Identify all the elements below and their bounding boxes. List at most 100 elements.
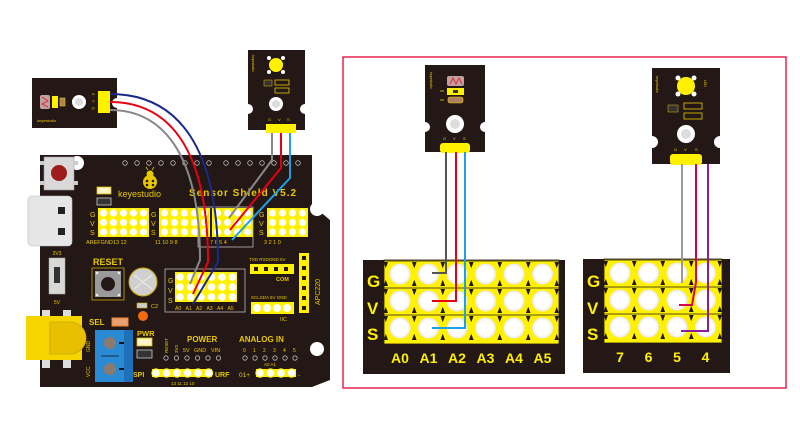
wire-red-light-v — [109, 101, 210, 295]
digital-detail-row-s: S — [587, 325, 598, 344]
header-hole — [295, 160, 301, 166]
wire-blue-light-s — [109, 93, 220, 305]
led-label: LED — [703, 80, 707, 87]
pin-hole — [298, 218, 307, 227]
pin-hole — [99, 218, 108, 227]
pin-hole — [223, 209, 232, 217]
urf-pin — [276, 368, 286, 378]
spi-pins-label: 13 11 12 10 — [171, 381, 195, 386]
pin-hole — [268, 218, 277, 227]
pin-hole — [170, 209, 179, 217]
detail-pin-hole — [418, 263, 439, 285]
header-hole — [194, 160, 200, 166]
pin-hole — [109, 209, 118, 217]
detail-column-label: A3 — [477, 350, 495, 366]
urf-minus-label: - — [298, 373, 300, 379]
spi-pin — [172, 368, 182, 378]
analog-detail-row-s: S — [367, 325, 378, 344]
detail-pin-hole — [503, 263, 525, 285]
row-label: V — [90, 221, 95, 228]
sel-label: SEL — [89, 318, 105, 327]
detail-pin-hole — [609, 262, 631, 284]
mounting-hole — [310, 202, 324, 216]
detail-column-label: A4 — [505, 350, 523, 366]
com-header — [250, 264, 294, 274]
wire-gray-led-g — [228, 133, 273, 219]
pin-hole — [288, 209, 297, 217]
analog-in-hole — [242, 355, 248, 361]
header-hole — [247, 160, 253, 166]
analog-in-hole — [292, 355, 298, 361]
pin-hole — [207, 283, 216, 291]
power-hole — [205, 355, 211, 361]
pin-hole — [223, 228, 232, 236]
reset-button-top[interactable] — [40, 156, 78, 191]
power-hole — [163, 355, 169, 361]
spi-label: SPI — [133, 372, 144, 379]
pin-hole — [243, 228, 252, 236]
pin-hole — [160, 218, 169, 227]
analog-pin-label: A4 — [217, 306, 223, 312]
pin-hole — [119, 209, 128, 217]
ladybug-logo-icon — [143, 166, 157, 189]
urf-pin — [255, 368, 265, 378]
urf-label: URF — [215, 372, 230, 379]
power-holes — [163, 355, 222, 361]
header-hole — [170, 160, 176, 166]
wire-gray-light-g — [109, 109, 202, 285]
wire-magenta-d5-v — [679, 164, 697, 306]
power-jack — [26, 310, 87, 368]
detail-pin-hole — [503, 317, 525, 339]
led-module-brand: keyestudio — [251, 55, 255, 72]
analog-a0a1-label: A0 A1 — [264, 362, 277, 367]
detail-pin-hole — [389, 290, 411, 312]
module-brand: keyestudio — [429, 72, 433, 89]
analog-in-pin-label: 4 — [283, 348, 286, 354]
digital-group2-label: 11 10 9 8 — [155, 240, 178, 246]
analog-in-pin-label: 2 — [263, 348, 266, 354]
pin-hole — [228, 283, 237, 291]
detail-column-label: A0 — [391, 350, 409, 366]
spi-pin — [151, 368, 161, 378]
pin-hole — [109, 228, 118, 236]
module-brand: keyestudio — [37, 118, 57, 123]
spi-pin — [193, 368, 203, 378]
pin-hole — [160, 228, 169, 236]
voltage-switch[interactable]: 3V3 5V — [48, 251, 66, 306]
wire-red-a1-v — [432, 152, 457, 302]
wire-red-led-v — [229, 133, 282, 231]
pwr-label: PWR — [137, 329, 155, 338]
power-hole — [184, 355, 190, 361]
pin-hole — [218, 273, 226, 281]
digital-group1-label: AREFGND13 12 — [86, 240, 127, 246]
power-3v3-label: 3V3 — [174, 344, 179, 353]
power-hole — [194, 355, 201, 361]
model-label: Sensor Shield V5.2 — [189, 188, 297, 199]
iic-label: IIC — [280, 317, 287, 323]
detail-frame — [342, 56, 787, 389]
pin-hole — [298, 209, 307, 217]
pin-hole — [228, 273, 237, 281]
reset-button[interactable] — [91, 267, 125, 301]
com-pins-label: TXD RXDGND 5V — [249, 257, 286, 262]
pin-hole — [190, 218, 199, 227]
detail-column-label: A5 — [534, 350, 552, 366]
apc220-label: APC220 — [315, 279, 322, 305]
header-hole — [206, 160, 212, 166]
detail-pin-hole — [532, 317, 553, 339]
smd-led — [96, 186, 112, 195]
row-label: S — [168, 298, 173, 305]
light-sensor-module-left: keyestudio S V G — [32, 78, 117, 128]
analog-in-pin-label: 1 — [253, 348, 256, 354]
row-label: V — [168, 288, 173, 295]
pin-hole — [298, 228, 307, 236]
sel-jumper[interactable] — [111, 317, 129, 327]
pin-hole — [129, 228, 138, 236]
pin-hole — [288, 228, 297, 236]
row-label: G — [151, 212, 156, 219]
pin-label-v: V — [91, 100, 95, 103]
screw-terminal — [95, 330, 133, 382]
left-wires — [109, 93, 291, 305]
